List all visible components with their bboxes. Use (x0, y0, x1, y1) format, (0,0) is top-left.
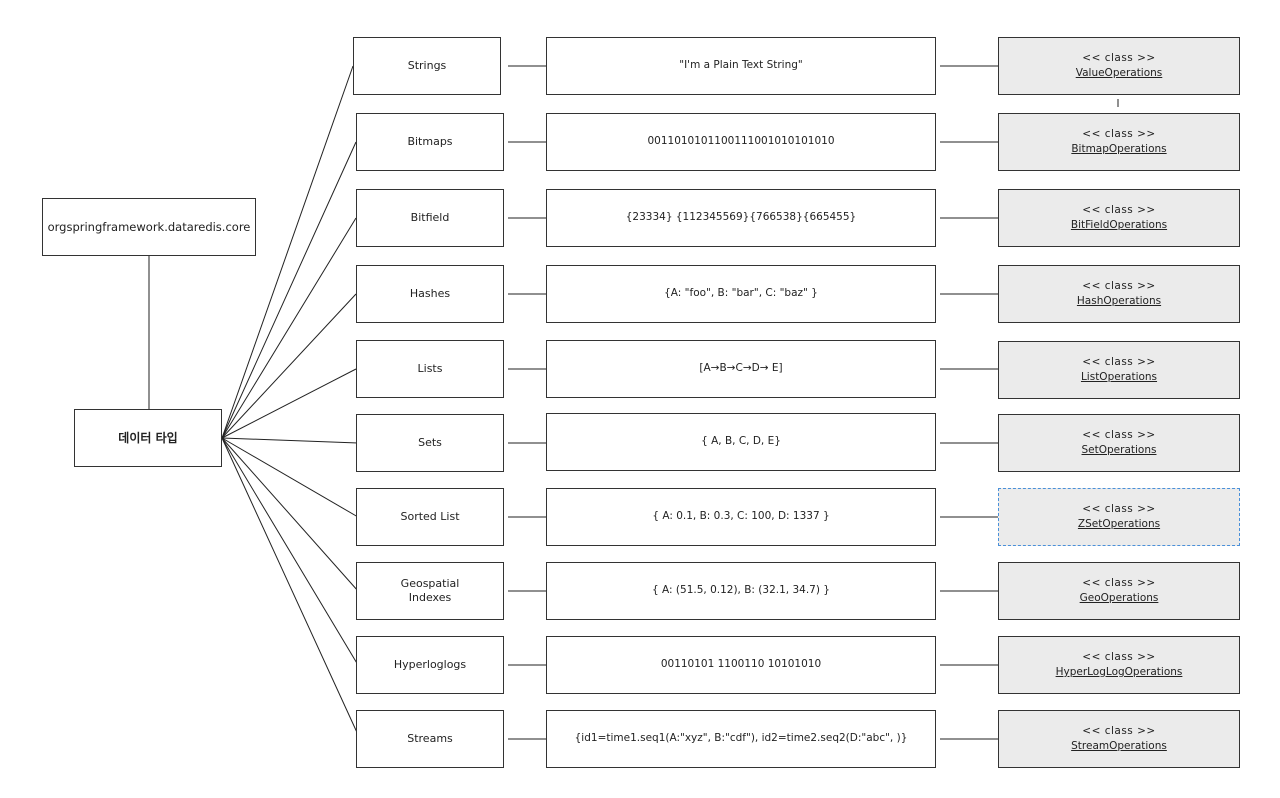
example-box-geospatial-indexes[interactable]: { A: (51.5, 0.12), B: (32.1, 34.7) } (546, 562, 936, 620)
root-to-type-line (221, 293, 357, 439)
root-to-type-line (221, 437, 359, 592)
example-box-hyperloglogs[interactable]: 00110101 1100110 10101010 (546, 636, 936, 694)
root-to-type-line (221, 217, 357, 439)
stereotype-label: << class >> (1082, 279, 1156, 292)
type-box-hyperloglogs[interactable]: Hyperloglogs (356, 636, 504, 694)
example-box-sets[interactable]: { A, B, C, D, E} (546, 413, 936, 471)
type-box-lists[interactable]: Lists (356, 340, 504, 398)
stereotype-label: << class >> (1082, 502, 1156, 515)
example-box-bitfield[interactable]: {23334} {112345569}{766538}{665455} (546, 189, 936, 247)
class-box-geo-operations[interactable]: << class >> GeoOperations (998, 562, 1240, 620)
type-box-bitfield[interactable]: Bitfield (356, 189, 504, 247)
type-label: Hyperloglogs (393, 658, 467, 672)
type-box-sorted-list[interactable]: Sorted List (356, 488, 504, 546)
example-box-bitmaps[interactable]: 0011010101100111001010101010 (546, 113, 936, 171)
type-label: Sets (418, 436, 442, 450)
stereotype-label: << class >> (1082, 576, 1156, 589)
type-label: Streams (407, 732, 453, 746)
type-label: Sorted List (400, 510, 460, 524)
type-box-bitmaps[interactable]: Bitmaps (356, 113, 504, 171)
root-to-type-line (221, 437, 359, 518)
class-name: BitmapOperations (1071, 143, 1167, 155)
example-box-lists[interactable]: [A→B→C→D→ E] (546, 340, 936, 398)
class-box-zset-operations[interactable]: << class >> ZSetOperations (998, 488, 1240, 546)
class-name: HyperLogLogOperations (1055, 666, 1183, 678)
example-label: { A, B, C, D, E} (701, 435, 781, 448)
example-label: {23334} {112345569}{766538}{665455} (625, 211, 857, 224)
type-box-strings[interactable]: Strings (353, 37, 501, 95)
class-name: HashOperations (1076, 295, 1162, 307)
root-node-box[interactable]: 데이터 타입 (74, 409, 222, 467)
class-box-set-operations[interactable]: << class >> SetOperations (998, 414, 1240, 472)
class-name: ListOperations (1080, 371, 1158, 383)
class-name: GeoOperations (1079, 592, 1159, 604)
type-label: Bitmaps (407, 135, 453, 149)
example-box-streams[interactable]: {id1=time1.seq1(A:"xyz", B:"cdf"), id2=t… (546, 710, 936, 768)
class-box-bitfield-operations[interactable]: << class >> BitFieldOperations (998, 189, 1240, 247)
stereotype-label: << class >> (1082, 355, 1156, 368)
root-to-type-line (221, 437, 361, 740)
example-label: 0011010101100111001010101010 (647, 135, 835, 148)
class-box-list-operations[interactable]: << class >> ListOperations (998, 341, 1240, 399)
type-box-sets[interactable]: Sets (356, 414, 504, 472)
example-box-sorted-list[interactable]: { A: 0.1, B: 0.3, C: 100, D: 1337 } (546, 488, 936, 546)
example-label: { A: (51.5, 0.12), B: (32.1, 34.7) } (652, 584, 830, 597)
type-box-geospatial-indexes[interactable]: Geospatial Indexes (356, 562, 504, 620)
stereotype-label: << class >> (1082, 203, 1156, 216)
example-label: {id1=time1.seq1(A:"xyz", B:"cdf"), id2=t… (574, 732, 908, 745)
class-name: ZSetOperations (1077, 518, 1161, 530)
root-to-type-line (221, 437, 359, 666)
type-label: Strings (407, 59, 447, 73)
root-to-type-line (221, 65, 354, 439)
package-label: orgspringframework.dataredis.core (47, 219, 251, 234)
example-box-strings[interactable]: "I'm a Plain Text String" (546, 37, 936, 95)
class-box-hyperloglog-operations[interactable]: << class >> HyperLogLogOperations (998, 636, 1240, 694)
type-box-hashes[interactable]: Hashes (356, 265, 504, 323)
stereotype-label: << class >> (1082, 127, 1156, 140)
class-box-hash-operations[interactable]: << class >> HashOperations (998, 265, 1240, 323)
example-label: {A: "foo", B: "bar", C: "baz" } (664, 287, 818, 300)
type-label: Lists (417, 362, 443, 376)
type-label: Geospatial Indexes (400, 577, 460, 604)
example-label: [A→B→C→D→ E] (699, 362, 783, 375)
class-name: SetOperations (1081, 444, 1157, 456)
package-box[interactable]: orgspringframework.dataredis.core (42, 198, 256, 256)
stereotype-label: << class >> (1082, 650, 1156, 663)
example-box-hashes[interactable]: {A: "foo", B: "bar", C: "baz" } (546, 265, 936, 323)
stereotype-label: << class >> (1082, 724, 1156, 737)
class-box-stream-operations[interactable]: << class >> StreamOperations (998, 710, 1240, 768)
example-label: "I'm a Plain Text String" (679, 59, 803, 72)
root-to-type-line (221, 141, 357, 439)
root-to-type-line (221, 437, 359, 444)
class-box-bitmap-operations[interactable]: << class >> BitmapOperations (998, 113, 1240, 171)
root-to-type-line (221, 368, 357, 439)
stereotype-label: << class >> (1082, 428, 1156, 441)
type-label: Hashes (409, 287, 451, 301)
class-box-value-operations[interactable]: << class >> ValueOperations (998, 37, 1240, 95)
example-label: { A: 0.1, B: 0.3, C: 100, D: 1337 } (652, 510, 830, 523)
class-name: ValueOperations (1075, 67, 1163, 79)
class-name: BitFieldOperations (1070, 219, 1168, 231)
example-label: 00110101 1100110 10101010 (660, 658, 822, 671)
class-name: StreamOperations (1071, 740, 1167, 752)
root-node-label: 데이터 타입 (118, 430, 178, 445)
type-box-streams[interactable]: Streams (356, 710, 504, 768)
stereotype-label: << class >> (1082, 51, 1156, 64)
type-label: Bitfield (410, 211, 450, 225)
